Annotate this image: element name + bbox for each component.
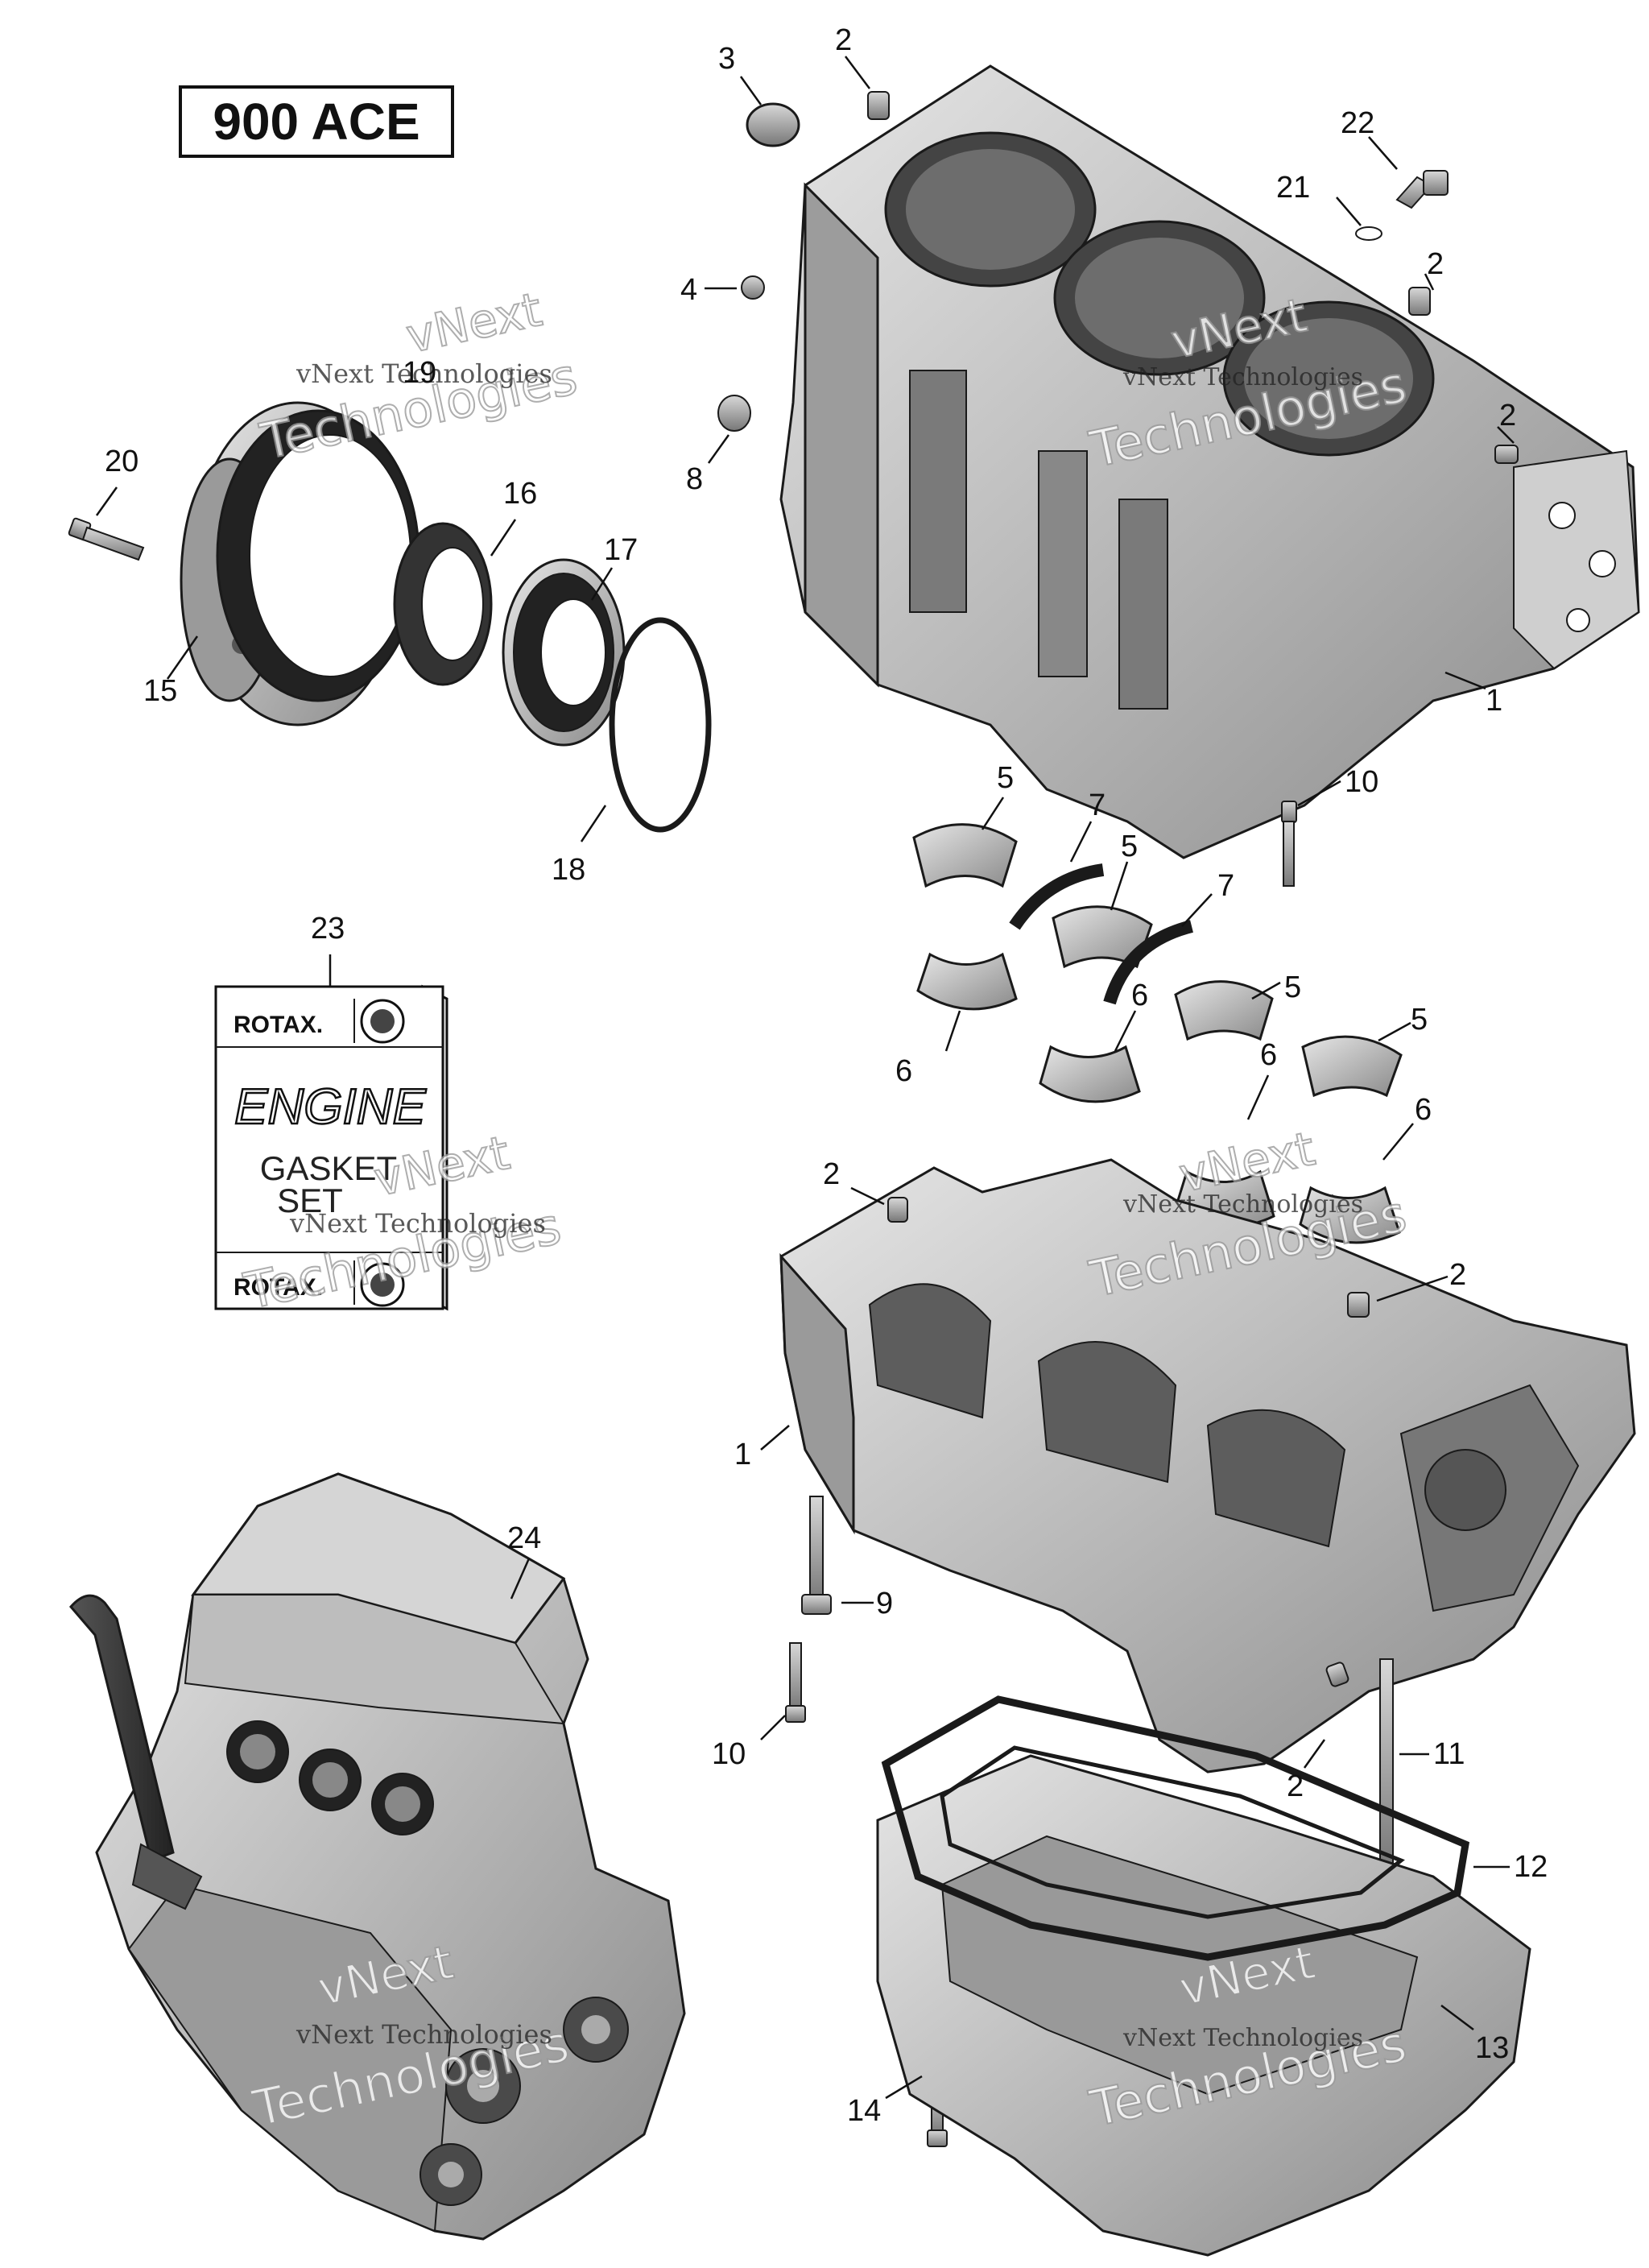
- callout-7: 7: [1089, 788, 1106, 822]
- callout-2: 2: [823, 1157, 840, 1191]
- callout-2: 2: [1499, 399, 1516, 432]
- plug-4: [741, 275, 765, 300]
- gasket-set-brand-bottom: ROTAX.: [234, 1274, 323, 1301]
- watermark-small: vNext Technologies: [295, 358, 552, 389]
- callout-2: 2: [835, 23, 852, 57]
- callout-6: 6: [1415, 1093, 1432, 1127]
- callout-10: 10: [712, 1737, 746, 1771]
- callout-19: 19: [403, 356, 436, 390]
- thrust-washer: [1103, 920, 1194, 1005]
- watermark: vNext Technologies vNext Technologies: [1084, 1934, 1412, 2139]
- leader-lines: [95, 56, 1515, 2100]
- bolt-10: [785, 1642, 806, 1723]
- callout-5: 5: [1284, 971, 1301, 1004]
- callout-24: 24: [507, 1521, 541, 1555]
- watermark-line1: vNext: [402, 282, 547, 364]
- svg-text:vNext Technologies: vNext Technologies: [1122, 1190, 1363, 1219]
- svg-text:vNext Technologies: vNext Technologies: [1122, 363, 1363, 391]
- callout-18: 18: [552, 853, 585, 887]
- callout-13: 13: [1475, 2031, 1509, 2065]
- dowel-pin: [1408, 287, 1431, 316]
- dowel-pin: [867, 91, 890, 120]
- callout-21: 21: [1276, 171, 1310, 205]
- bolt-10: [1281, 801, 1297, 887]
- callout-6: 6: [1260, 1038, 1277, 1072]
- callout-7: 7: [1217, 869, 1234, 903]
- callout-2: 2: [1287, 1769, 1304, 1803]
- main-bearing-half: [912, 823, 1018, 888]
- bearing-half-lower: [1299, 1186, 1401, 1244]
- o-ring-21: [1355, 226, 1382, 241]
- callout-3: 3: [718, 42, 735, 76]
- gasket-set-package: ROTAX. ENGINE GASKET SET ROTAX.: [214, 984, 448, 1311]
- retaining-ring: [609, 617, 712, 833]
- dowel-pin: [887, 1197, 908, 1223]
- gasket-set-line-set: SET: [277, 1182, 343, 1219]
- callout-17: 17: [604, 533, 638, 567]
- dowel-pin: [1325, 1662, 1349, 1687]
- main-bearing-half: [1174, 980, 1274, 1041]
- callout-5: 5: [997, 761, 1014, 795]
- callout-16: 16: [503, 477, 537, 511]
- bolt-20: [68, 517, 145, 561]
- gasket-set-line-gasket: GASKET: [260, 1149, 397, 1187]
- callout-1: 1: [1486, 684, 1502, 718]
- callout-12: 12: [1514, 1850, 1548, 1884]
- bolt-22: [1395, 170, 1449, 209]
- callout-22: 22: [1341, 106, 1374, 140]
- main-bearing-half: [1301, 1035, 1403, 1098]
- callout-9: 9: [876, 1587, 893, 1620]
- dowel-pin: [1347, 1292, 1370, 1318]
- callout-2: 2: [1427, 247, 1444, 281]
- lower-crankcase: [779, 1158, 1636, 1773]
- upper-crankcase: [779, 64, 1640, 859]
- callout-5: 5: [1411, 1003, 1428, 1037]
- dowel-pin: [1494, 445, 1519, 464]
- callout-1: 1: [734, 1438, 751, 1471]
- engine-model-title: 900 ACE: [179, 85, 454, 158]
- ball-bearing: [502, 558, 626, 747]
- bearing-half-lower: [1039, 1045, 1141, 1103]
- callout-10: 10: [1345, 765, 1378, 799]
- gasket-19: [216, 409, 420, 702]
- main-bearing-half: [1052, 905, 1153, 969]
- callout-4: 4: [680, 273, 697, 307]
- svg-text:vNext Technologies: vNext Technologies: [1122, 2024, 1363, 2052]
- thrust-washer: [1009, 863, 1105, 930]
- callout-6: 6: [895, 1054, 912, 1088]
- plug-8: [717, 395, 751, 432]
- watermark: vNext Technologies vNext Technologies: [1084, 1120, 1412, 1310]
- gasket-set-brand-top: ROTAX.: [234, 1012, 323, 1038]
- bearing-half-lower: [916, 952, 1018, 1011]
- callout-23: 23: [311, 912, 345, 946]
- bolt-9: [801, 1496, 832, 1615]
- callout-8: 8: [686, 462, 703, 496]
- callout-5: 5: [1121, 830, 1138, 863]
- oil-pan-gasket: [881, 1695, 1470, 1961]
- complete-engine: [69, 1472, 686, 2241]
- callout-15: 15: [143, 674, 177, 708]
- gasket-set-line-engine: ENGINE: [234, 1079, 426, 1135]
- callout-11: 11: [1433, 1737, 1465, 1771]
- callout-6: 6: [1131, 979, 1148, 1012]
- callout-2: 2: [1449, 1258, 1466, 1292]
- oil-seal: [393, 522, 493, 686]
- callout-14: 14: [847, 2094, 881, 2128]
- callout-20: 20: [105, 445, 138, 478]
- callouts: 3 2 22 21 2 4 2 8 19 20 16 17 15 1 18 10…: [105, 23, 1548, 2128]
- svg-text:vNext Technologies: vNext Technologies: [289, 1208, 546, 1239]
- plug-3: [746, 102, 800, 147]
- svg-text:vNext Technologies: vNext Technologies: [295, 2019, 552, 2050]
